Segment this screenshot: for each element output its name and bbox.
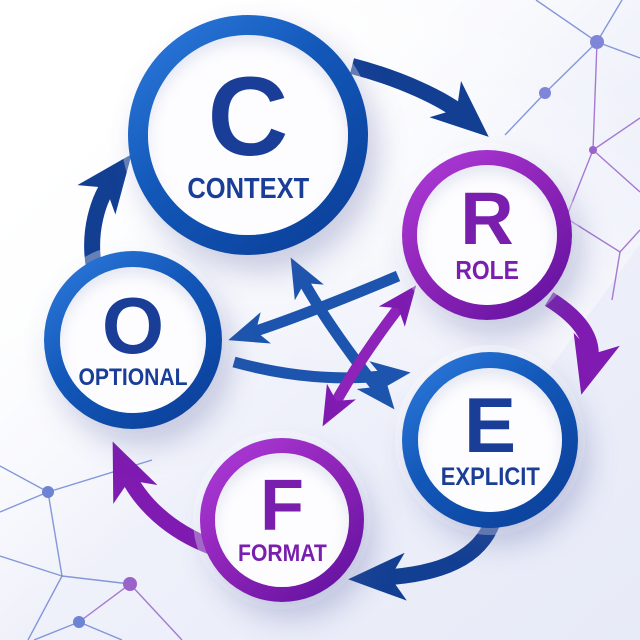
node-context: C CONTEXT bbox=[128, 15, 368, 255]
arrow-role-to-explicit bbox=[544, 292, 620, 395]
arrow-role-to-optional bbox=[228, 270, 401, 344]
node-format: F FORMAT bbox=[200, 438, 364, 602]
node-context-face: C CONTEXT bbox=[148, 35, 348, 235]
node-explicit-label: EXPLICIT bbox=[440, 462, 540, 491]
node-optional-letter: O bbox=[101, 281, 165, 370]
node-role: R ROLE bbox=[402, 150, 572, 320]
node-optional: O OPTIONAL bbox=[44, 251, 222, 429]
node-context-label: CONTEXT bbox=[187, 172, 309, 205]
node-optional-label: OPTIONAL bbox=[78, 364, 188, 391]
node-explicit-letter: E bbox=[463, 381, 517, 470]
node-format-letter: F bbox=[260, 465, 304, 546]
node-role-label: ROLE bbox=[455, 254, 519, 285]
node-context-letter: C bbox=[207, 54, 289, 180]
node-explicit: E EXPLICIT bbox=[402, 352, 578, 528]
arrow-format-to-optional bbox=[112, 441, 215, 555]
node-optional-face: O OPTIONAL bbox=[60, 267, 206, 413]
arrow-format-role-bidirectional bbox=[322, 285, 417, 427]
node-role-letter: R bbox=[460, 177, 514, 261]
network-pattern-bottom-left bbox=[0, 459, 183, 640]
network-pattern-top-right bbox=[504, 0, 640, 301]
node-role-face: R ROLE bbox=[417, 165, 557, 305]
node-format-label: FORMAT bbox=[237, 540, 327, 568]
arrow-explicit-to-format bbox=[348, 517, 501, 601]
arrow-context-to-role bbox=[349, 58, 489, 137]
node-explicit-face: E EXPLICIT bbox=[418, 368, 562, 512]
node-format-face: F FORMAT bbox=[215, 453, 349, 587]
